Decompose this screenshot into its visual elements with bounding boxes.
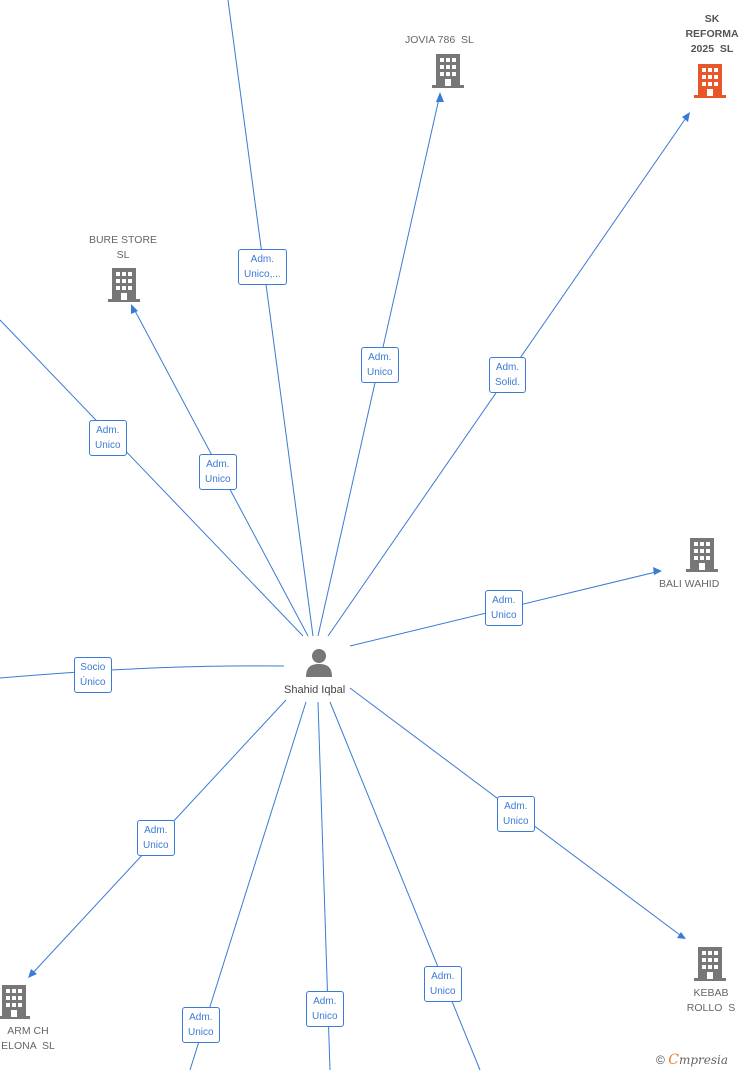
relationship-graph <box>0 0 690 1070</box>
role-label-bure[interactable]: Adm. Unico <box>199 454 237 490</box>
role-label-b3[interactable]: Adm. Unico <box>424 966 462 1002</box>
role-label-top[interactable]: Adm. Unico,... <box>238 249 287 285</box>
building-icon-jovia[interactable] <box>432 54 464 88</box>
company-label-bali[interactable]: BALI WAHID <box>659 578 720 590</box>
role-label-b1[interactable]: Adm. Unico <box>182 1007 220 1043</box>
building-icon-bure[interactable] <box>108 268 140 302</box>
role-label-b2[interactable]: Adm. Unico <box>306 991 344 1027</box>
role-label-jovia[interactable]: Adm. Unico <box>361 347 399 383</box>
role-label-socio[interactable]: Socio Único <box>74 657 112 693</box>
arrow-jovia <box>436 92 444 102</box>
person-name[interactable]: Shahid Iqbal <box>284 684 346 696</box>
role-label-bali[interactable]: Adm. Unico <box>485 590 523 626</box>
brand-initial: C <box>668 1052 679 1068</box>
role-label-kebab[interactable]: Adm. Unico <box>497 796 535 832</box>
building-icon-pharm[interactable] <box>0 985 30 1019</box>
copyright-symbol: © <box>656 1053 665 1067</box>
edge-b3 <box>329 701 481 1070</box>
role-label-sk[interactable]: Adm. Solid. <box>489 357 527 393</box>
company-label-jovia[interactable]: JOVIA 786 SL <box>405 34 474 46</box>
edge-left <box>0 319 304 637</box>
brand-name: mpresia <box>678 1053 728 1067</box>
edge-top <box>227 0 314 637</box>
edge-socio <box>0 665 285 679</box>
building-icon-sk[interactable] <box>694 64 726 98</box>
arrow-pharm <box>28 969 37 978</box>
arrow-bure <box>131 304 138 314</box>
person-icon[interactable] <box>304 648 334 678</box>
building-icon-bali[interactable] <box>686 538 718 572</box>
company-label-pharm[interactable]: ARM CH ELONA SL <box>1 1025 55 1052</box>
role-label-left[interactable]: Adm. Unico <box>89 420 127 456</box>
arrow-kebab <box>677 932 686 939</box>
company-label-kebab[interactable]: KEBAB ROLLO S <box>686 987 736 1014</box>
role-label-pharm[interactable]: Adm. Unico <box>137 820 175 856</box>
company-label-sk[interactable]: SK REFORMA 2025 SL <box>685 13 739 55</box>
arrow-sk <box>682 112 690 122</box>
arrow-bali <box>653 567 662 575</box>
empresia-watermark: © Cmpresia <box>656 1052 728 1068</box>
company-label-bure[interactable]: BURE STORE SL <box>88 234 158 261</box>
building-icon-kebab[interactable] <box>694 947 726 981</box>
